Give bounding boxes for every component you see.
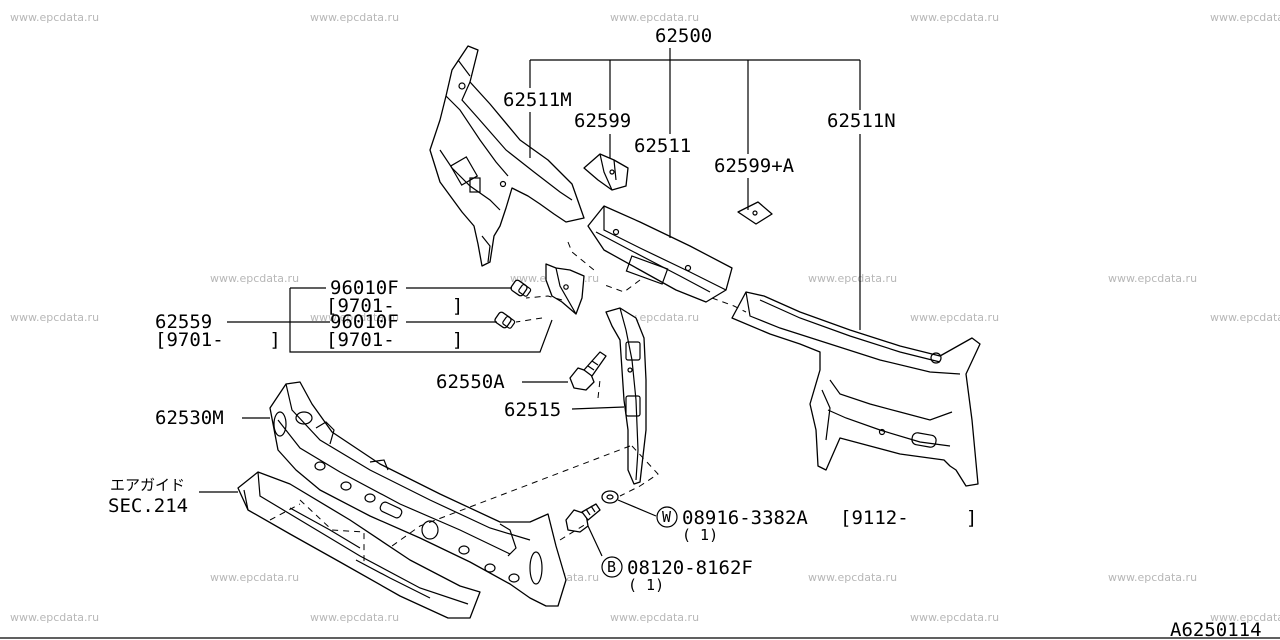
part-96010F-clips bbox=[494, 279, 532, 329]
label-62530M: 62530M bbox=[155, 407, 224, 429]
label-96010F-upper: 96010F bbox=[330, 277, 399, 299]
part-62511 bbox=[587, 205, 733, 303]
part-62530M bbox=[269, 381, 567, 607]
watermark: www.epcdata.ru bbox=[910, 11, 999, 24]
diagram-code: A6250114 bbox=[1170, 619, 1262, 640]
part-washer bbox=[601, 490, 619, 504]
part-air-guide bbox=[237, 471, 481, 619]
label-air-guide: エアガイド bbox=[110, 476, 185, 494]
part-62599A bbox=[737, 201, 773, 225]
label-62599: 62599 bbox=[574, 110, 631, 132]
watermark: www.epcdata.ru bbox=[808, 571, 897, 584]
label-sec214: SEC.214 bbox=[108, 495, 188, 517]
label-62599A: 62599+A bbox=[714, 155, 795, 177]
phantom-lines bbox=[269, 241, 747, 562]
watermark: www.epcdata.ru bbox=[910, 611, 999, 624]
bolt-symbol-circle bbox=[601, 556, 623, 578]
label-62550A: 62550A bbox=[436, 371, 505, 393]
part-labels: 62500 62511M 62599 62511 62599+A 62511N … bbox=[108, 25, 1262, 640]
washer-symbol: W bbox=[662, 508, 672, 526]
washer-symbol-circle bbox=[656, 506, 678, 528]
label-62559-date: [9701- ] bbox=[155, 329, 281, 351]
watermark: www.epcdata.ru bbox=[1210, 611, 1280, 624]
part-bolt-08120 bbox=[565, 503, 601, 533]
watermarks: www.epcdata.ru www.epcdata.ru www.epcdat… bbox=[10, 11, 1280, 624]
leader-lines bbox=[199, 48, 861, 557]
watermark: www.epcdata.ru bbox=[10, 611, 99, 624]
label-washer-date: [9112- ] bbox=[840, 507, 977, 529]
watermark: www.epcdata.ru bbox=[310, 311, 399, 324]
watermark: www.epcdata.ru bbox=[310, 611, 399, 624]
label-bolt-qty: ( 1) bbox=[628, 576, 664, 594]
label-96010F-lower-date: [9701- ] bbox=[326, 329, 463, 351]
label-62511M: 62511M bbox=[503, 89, 572, 111]
watermark: www.epcdata.ru bbox=[210, 272, 299, 285]
watermark: www.epcdata.ru bbox=[808, 272, 897, 285]
label-62515: 62515 bbox=[504, 399, 561, 421]
bolt-symbol: B bbox=[607, 558, 616, 576]
label-96010F-upper-date: [9701- ] bbox=[326, 295, 463, 317]
watermark: www.epcdata.ru bbox=[1210, 311, 1280, 324]
watermark: www.epcdata.ru bbox=[210, 571, 299, 584]
label-bolt-code: 08120-8162F bbox=[627, 557, 753, 579]
watermark: www.epcdata.ru bbox=[10, 11, 99, 24]
part-62559 bbox=[545, 263, 585, 315]
watermark: www.epcdata.ru bbox=[1108, 571, 1197, 584]
label-washer-code: 08916-3382A bbox=[682, 507, 808, 529]
watermark: www.epcdata.ru bbox=[1210, 11, 1280, 24]
watermark: www.epcdata.ru bbox=[610, 11, 699, 24]
label-62559: 62559 bbox=[155, 311, 212, 333]
label-62511N: 62511N bbox=[827, 110, 896, 132]
watermark: www.epcdata.ru bbox=[610, 611, 699, 624]
label-washer-qty: ( 1) bbox=[682, 526, 718, 544]
part-62550A-bolt bbox=[569, 351, 607, 391]
label-62511: 62511 bbox=[634, 135, 691, 157]
label-96010F-lower: 96010F bbox=[330, 311, 399, 333]
label-62500: 62500 bbox=[655, 25, 712, 47]
part-62515 bbox=[605, 307, 647, 485]
part-62511N bbox=[731, 291, 981, 487]
watermark: www.epcdata.ru bbox=[10, 311, 99, 324]
watermark: www.epcdata.ru bbox=[310, 11, 399, 24]
watermark: www.epcdata.ru bbox=[910, 311, 999, 324]
watermark: www.epcdata.ru bbox=[1108, 272, 1197, 285]
part-62511M bbox=[429, 45, 585, 267]
part-62599 bbox=[583, 153, 629, 191]
